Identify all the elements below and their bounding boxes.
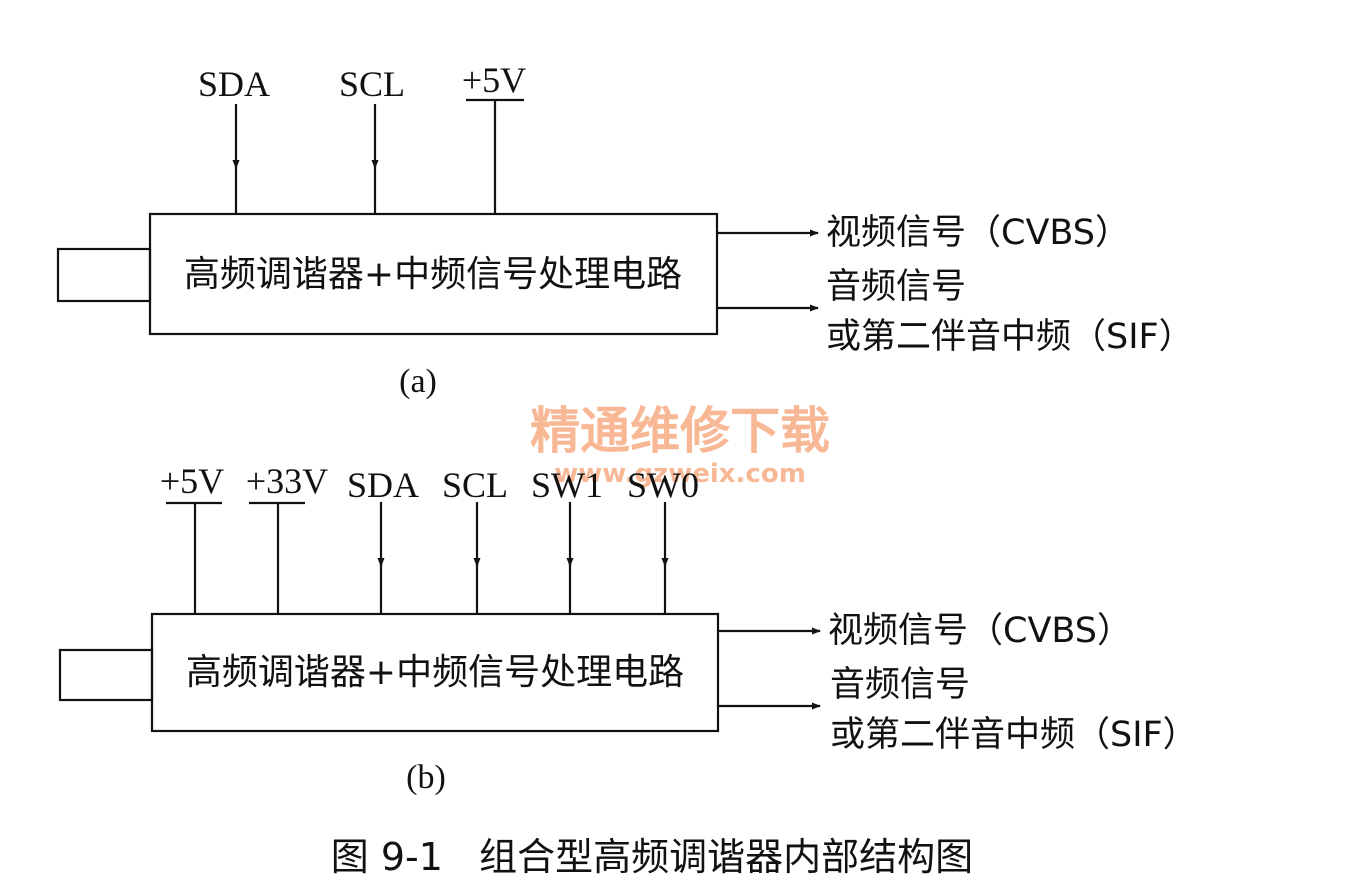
panel-a: SDA SCL +5V 高频调谐器+中频信号处理电路 视频信号（CVBS） 音频… xyxy=(56,60,1194,400)
panel-a-antenna-connector xyxy=(56,247,152,303)
panel-b-caption: (b) xyxy=(406,759,446,796)
panel-b-audio-label-2: 或第二伴音中频（SIF） xyxy=(830,715,1198,755)
panel-b-5v-label: +5V xyxy=(160,461,224,501)
panel-b-antenna-connector xyxy=(58,648,154,702)
panel-b-main-block xyxy=(150,612,720,733)
panel-a-sda-label: SDA xyxy=(198,64,270,104)
panel-a-audio-label-1: 音频信号 xyxy=(826,267,966,307)
panel-a-caption: (a) xyxy=(399,363,437,400)
panel-a-scl-label: SCL xyxy=(339,64,405,104)
panel-b-sw0-label: SW0 xyxy=(627,465,699,505)
watermark: 精通维修下载 www.gzweix.com xyxy=(530,402,830,489)
panel-a-5v-label: +5V xyxy=(462,60,526,100)
panel-b-audio-label-1: 音频信号 xyxy=(830,665,970,705)
panel-b-sw1-label: SW1 xyxy=(531,465,603,505)
watermark-cn: 精通维修下载 xyxy=(530,402,830,460)
panel-b-block-label: 高频调谐器+中频信号处理电路 xyxy=(186,652,684,693)
panel-a-main-block xyxy=(148,212,719,336)
panel-b-video-label: 视频信号（CVBS） xyxy=(828,611,1132,651)
panel-a-audio-label-2: 或第二伴音中频（SIF） xyxy=(826,317,1194,357)
panel-b-scl-label: SCL xyxy=(442,465,508,505)
watermark-url: www.gzweix.com xyxy=(554,459,806,489)
panel-b-33v-label: +33V xyxy=(246,461,328,501)
panel-a-block-label: 高频调谐器+中频信号处理电路 xyxy=(184,254,682,295)
panel-a-video-label: 视频信号（CVBS） xyxy=(826,213,1130,253)
figure-caption: 图 9-1 组合型高频调谐器内部结构图 xyxy=(331,835,973,879)
panel-b: +5V +33V SDA SCL SW1 SW0 高频调谐器+中频信号处理电路 … xyxy=(58,461,1198,796)
panel-b-sda-label: SDA xyxy=(347,465,419,505)
